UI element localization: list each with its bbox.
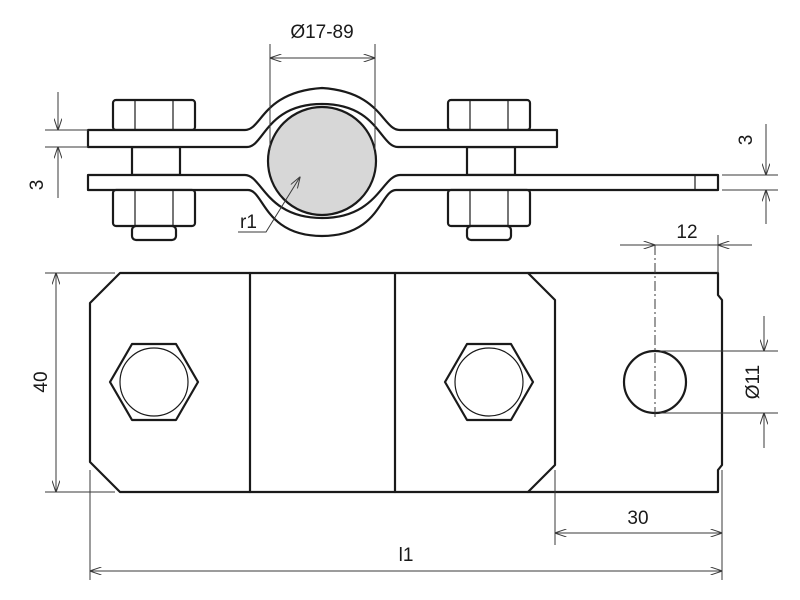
left-bolt-shank	[130, 145, 182, 177]
right-bolt-shank	[465, 145, 517, 177]
hole-diameter-dimension: Ø11	[660, 316, 778, 448]
total-length-label: l1	[399, 545, 414, 566]
left-hex-bolt	[108, 342, 200, 422]
width-dimension: 40	[31, 272, 115, 493]
hole-offset-label: 12	[676, 222, 697, 243]
side-view: Ø17-89 3 3 r1	[27, 22, 778, 242]
upper-strap	[86, 86, 559, 149]
right-nut	[446, 188, 532, 242]
lower-strap	[86, 173, 720, 238]
pipe-section	[266, 105, 378, 217]
right-thickness-dimension: 3	[722, 124, 778, 224]
width-label: 40	[31, 371, 52, 392]
radius-label: r1	[240, 212, 257, 233]
end-length-label: 30	[627, 508, 648, 529]
total-length-dimension: l1	[89, 470, 722, 580]
plan-view: 12 Ø11 40 30 l1	[31, 222, 778, 580]
pipe-diameter-label: Ø17-89	[290, 22, 353, 43]
right-bolt-head	[446, 98, 532, 132]
plate-outline	[88, 271, 724, 494]
left-nut	[111, 188, 197, 242]
left-bolt-head	[111, 98, 197, 132]
top-thickness-label: 3	[27, 180, 48, 191]
top-thickness-dimension: 3	[27, 92, 88, 198]
hole-offset-dimension: 12	[620, 222, 752, 273]
hole-diameter-label: Ø11	[743, 365, 764, 400]
plate-right-edge	[526, 271, 557, 494]
end-length-dimension: 30	[554, 470, 723, 580]
pipe-diameter-dimension: Ø17-89	[269, 22, 376, 150]
right-hex-bolt	[443, 342, 535, 422]
radius-callout: r1	[238, 177, 300, 233]
right-thickness-label: 3	[736, 135, 757, 146]
